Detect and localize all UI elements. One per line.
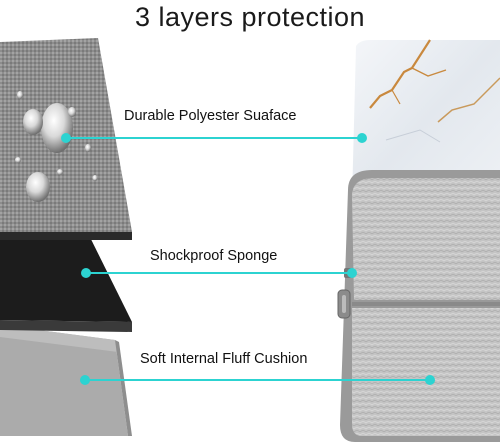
zipper-pull-icon bbox=[337, 268, 352, 319]
sleeve-marble-shell bbox=[352, 39, 500, 200]
callout-fluff-cushion bbox=[80, 375, 435, 385]
label-fluff-cushion: Soft Internal Fluff Cushion bbox=[140, 351, 308, 367]
label-shockproof-sponge: Shockproof Sponge bbox=[150, 248, 278, 264]
callout-durable-polyester bbox=[61, 133, 367, 143]
page-title: 3 layers protection bbox=[134, 2, 366, 32]
callout-shockproof-sponge bbox=[81, 268, 357, 278]
water-droplet-icon bbox=[23, 109, 43, 135]
sleeve-fluff-pocket bbox=[337, 170, 500, 442]
cushion-layer bbox=[0, 325, 132, 436]
water-droplet-icon bbox=[26, 172, 50, 202]
label-durable-polyester: Durable Polyester Suaface bbox=[124, 108, 297, 124]
